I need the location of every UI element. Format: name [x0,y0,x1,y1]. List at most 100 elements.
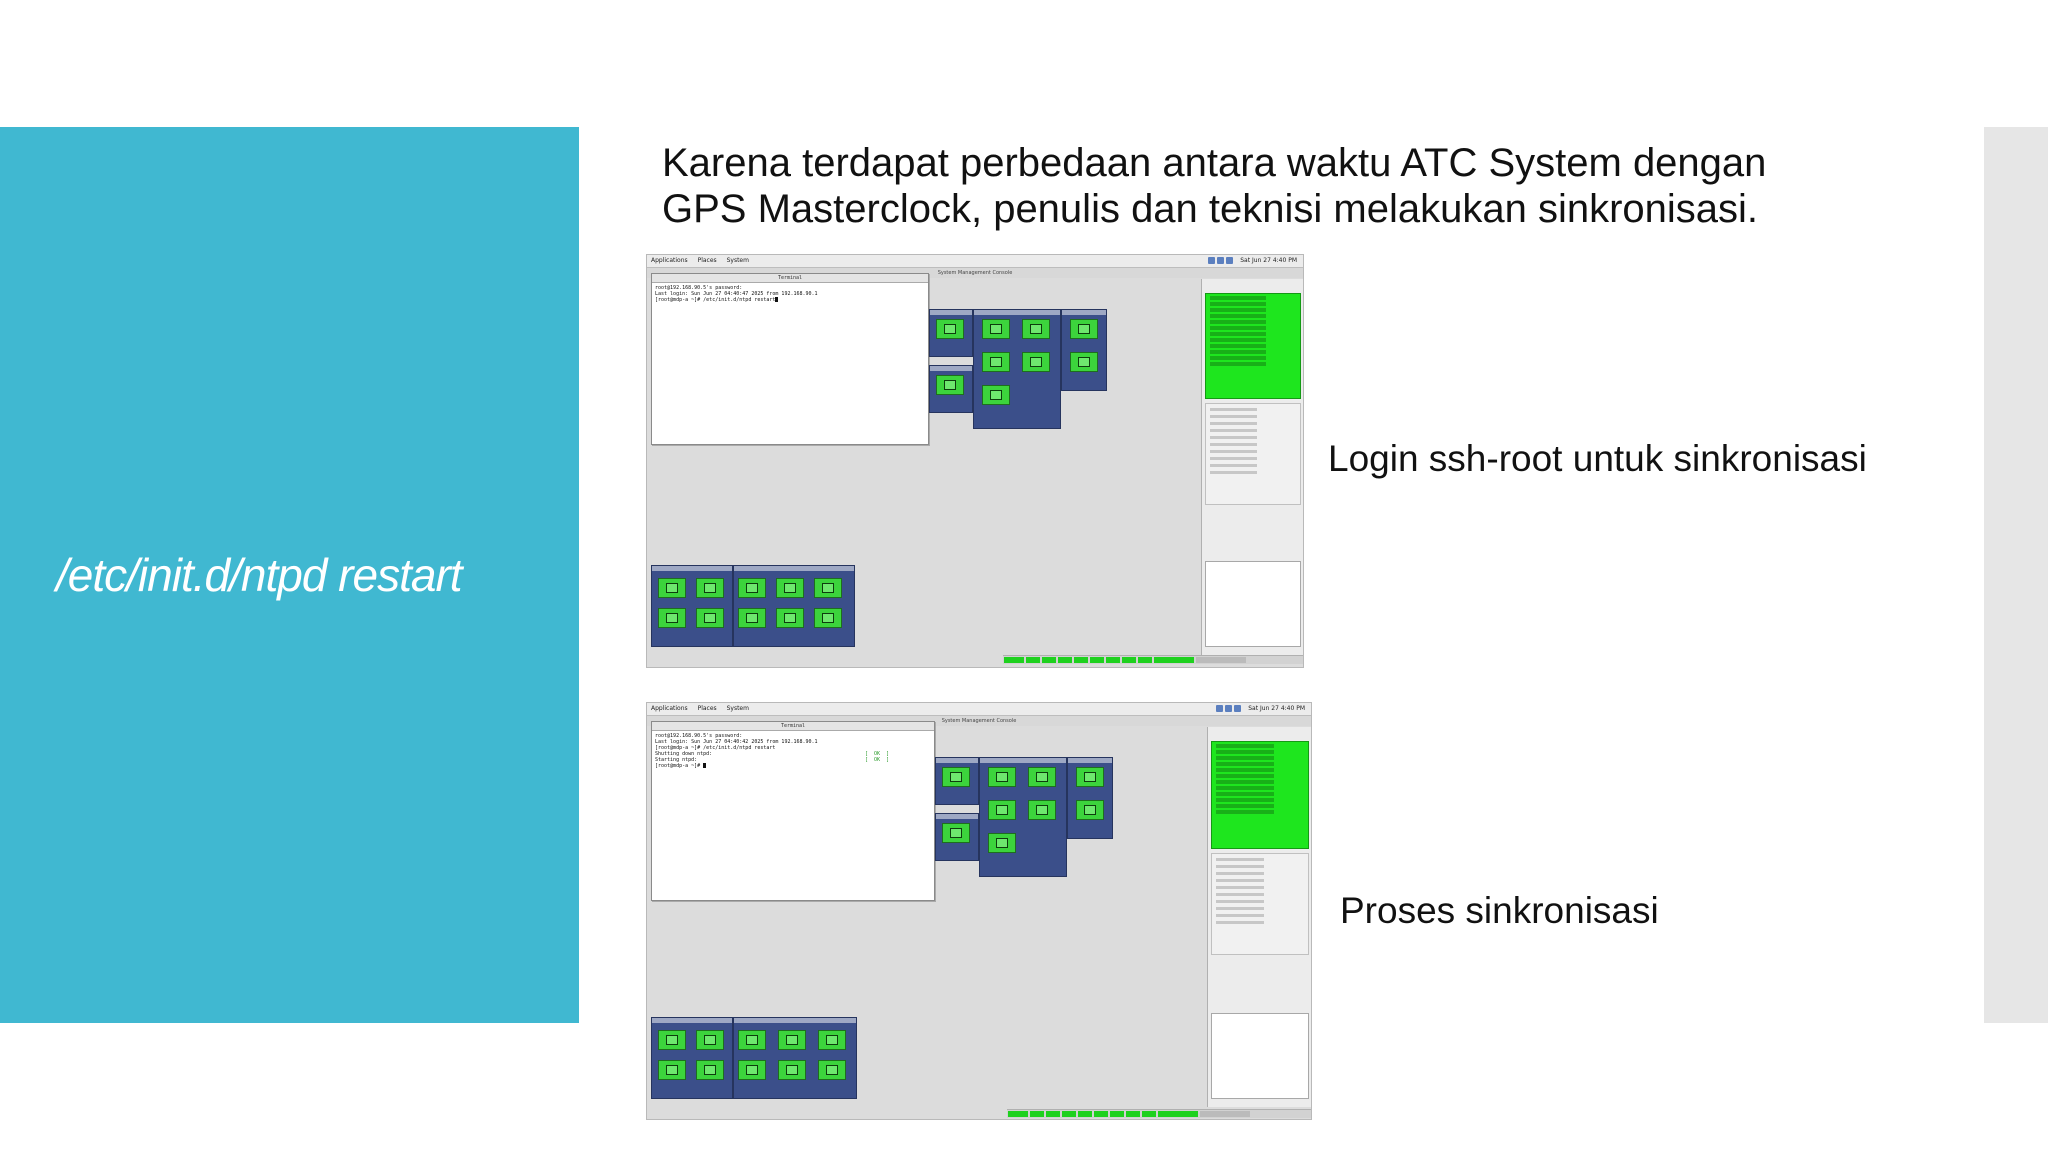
tray-icon [1225,705,1232,712]
node-group[interactable] [979,757,1067,877]
server-node-icon[interactable] [942,823,970,843]
log-box[interactable] [1211,1013,1309,1099]
terminal-output[interactable]: root@192.168.90.5's password:Last login:… [652,283,928,305]
server-node-icon[interactable] [658,578,686,598]
server-node-icon[interactable] [1028,767,1056,787]
status-chip[interactable] [1026,657,1040,663]
server-node-icon[interactable] [988,833,1016,853]
status-chip[interactable] [1138,657,1152,663]
node-group[interactable] [651,565,733,647]
status-chip[interactable] [1110,1111,1124,1117]
menu-places[interactable]: Places [697,705,717,712]
menu-applications[interactable]: Applications [651,257,688,264]
menu-applications[interactable]: Applications [651,705,688,712]
screenshot-login-ssh: Applications Places System Sat Jun 27 4:… [646,254,1304,668]
status-chip[interactable] [1004,657,1024,663]
status-chip[interactable] [1142,1111,1156,1117]
server-node-icon[interactable] [696,1030,724,1050]
server-node-icon[interactable] [1070,352,1098,372]
status-chip[interactable] [1090,657,1104,663]
status-chip[interactable] [1074,657,1088,663]
status-row [1216,798,1274,802]
status-chip[interactable] [1042,657,1056,663]
status-row [1216,780,1274,784]
server-node-icon[interactable] [942,767,970,787]
status-list[interactable] [1211,741,1309,849]
info-row [1210,457,1257,460]
menu-system[interactable]: System [726,257,749,264]
status-row [1216,792,1274,796]
server-node-icon[interactable] [988,767,1016,787]
server-node-icon[interactable] [658,1060,686,1080]
menu-places[interactable]: Places [697,257,717,264]
server-node-icon[interactable] [1070,319,1098,339]
server-node-icon[interactable] [776,608,804,628]
server-node-icon[interactable] [982,385,1010,405]
status-chip[interactable] [1030,1111,1044,1117]
status-row [1210,308,1267,312]
server-node-icon[interactable] [1022,319,1050,339]
server-node-icon[interactable] [818,1030,846,1050]
status-list[interactable] [1205,293,1301,399]
server-node-icon[interactable] [814,608,842,628]
status-chip [1200,1111,1250,1117]
server-node-icon[interactable] [776,578,804,598]
server-node-icon[interactable] [988,800,1016,820]
node-group[interactable] [935,813,979,861]
status-chip[interactable] [1158,1111,1198,1117]
left-accent-panel [0,127,579,1023]
server-node-icon[interactable] [696,578,724,598]
server-node-icon[interactable] [778,1030,806,1050]
node-group[interactable] [733,1017,857,1099]
node-group[interactable] [929,309,973,357]
status-chip[interactable] [1062,1111,1076,1117]
status-chip[interactable] [1008,1111,1028,1117]
status-chip[interactable] [1122,657,1136,663]
server-node-icon[interactable] [814,578,842,598]
server-node-icon[interactable] [982,319,1010,339]
status-chip[interactable] [1154,657,1194,663]
server-node-icon[interactable] [818,1060,846,1080]
slide-heading: Karena terdapat perbedaan antara waktu A… [662,140,1902,232]
node-group[interactable] [1061,309,1107,391]
server-node-icon[interactable] [1022,352,1050,372]
node-group[interactable] [929,365,973,413]
menu-system[interactable]: System [726,705,749,712]
server-node-icon[interactable] [738,1060,766,1080]
status-chip[interactable] [1058,657,1072,663]
terminal-line: Last login: Sun Jun 27 04:40:47 2025 fro… [655,291,818,297]
server-node-icon[interactable] [982,352,1010,372]
status-chip[interactable] [1106,657,1120,663]
server-node-icon[interactable] [936,375,964,395]
status-chip[interactable] [1094,1111,1108,1117]
server-node-icon[interactable] [696,608,724,628]
server-node-icon[interactable] [658,608,686,628]
server-node-icon[interactable] [738,578,766,598]
server-node-icon[interactable] [696,1060,724,1080]
server-node-icon[interactable] [658,1030,686,1050]
log-box[interactable] [1205,561,1301,647]
node-group[interactable] [935,757,979,805]
node-group[interactable] [733,565,855,647]
status-chip[interactable] [1078,1111,1092,1117]
server-node-icon[interactable] [936,319,964,339]
node-group[interactable] [1067,757,1113,839]
server-node-icon[interactable] [738,1030,766,1050]
node-group[interactable] [651,1017,733,1099]
server-node-icon[interactable] [1076,767,1104,787]
server-node-icon[interactable] [1076,800,1104,820]
status-chip[interactable] [1046,1111,1060,1117]
terminal-window[interactable]: Terminal root@192.168.90.5's password:La… [651,273,929,445]
heading-line-1: Karena terdapat perbedaan antara waktu A… [662,141,1767,185]
status-chip[interactable] [1126,1111,1140,1117]
server-node-icon[interactable] [1028,800,1056,820]
server-node-icon[interactable] [738,608,766,628]
terminal-window[interactable]: Terminal root@192.168.90.5's password:La… [651,721,935,901]
node-group[interactable] [973,309,1061,429]
group-header [734,566,854,571]
terminal-output[interactable]: root@192.168.90.5's password:Last login:… [652,731,934,771]
status-row [1210,332,1267,336]
server-node-icon[interactable] [778,1060,806,1080]
status-row [1210,314,1267,318]
start-text: Starting ntpd: [655,757,698,763]
